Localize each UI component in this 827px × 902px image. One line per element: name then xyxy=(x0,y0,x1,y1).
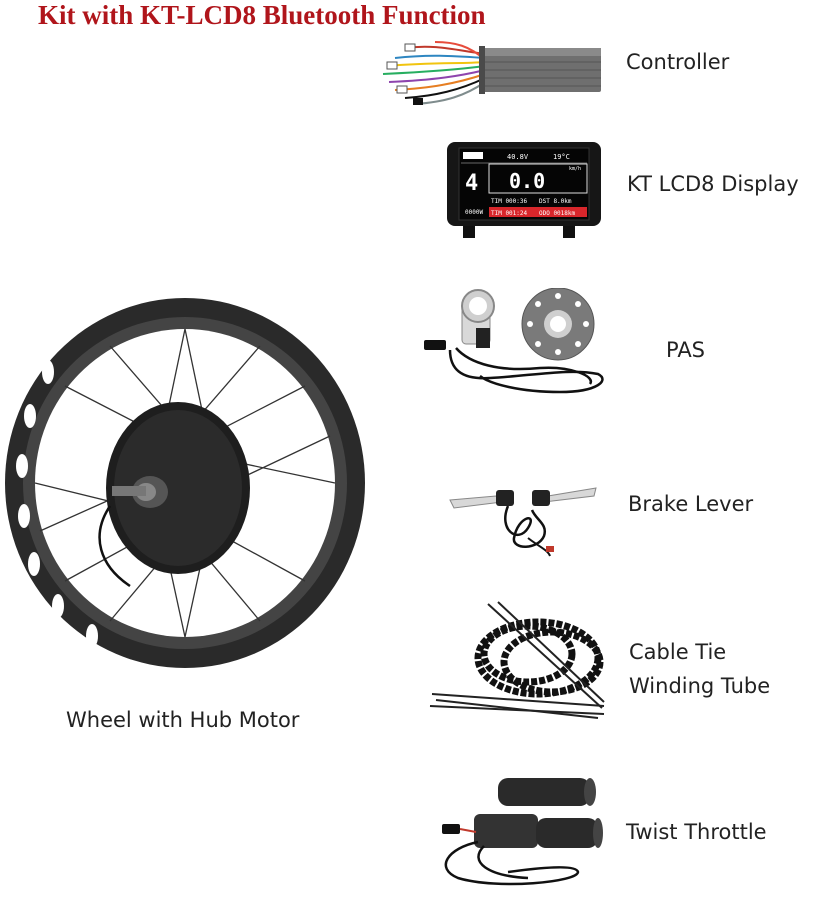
lcd-speed: 0.0 xyxy=(509,169,545,193)
controller-image xyxy=(382,41,601,105)
lcd-assist-level: 4 xyxy=(465,171,478,196)
lcd-total-time: TIM 001:24 xyxy=(491,210,528,217)
page-title: Kit with KT-LCD8 Bluetooth Function xyxy=(38,0,486,30)
twist-throttle-image xyxy=(442,778,603,886)
throttle-label: Twist Throttle xyxy=(626,820,767,844)
display-label: KT LCD8 Display xyxy=(627,172,799,196)
lcd-odometer: ODO 0018km xyxy=(539,210,576,217)
cable-tie-image xyxy=(429,601,605,719)
brake-lever-label: Brake Lever xyxy=(628,492,754,516)
lcd-speed-unit: km/h xyxy=(569,166,581,172)
lcd-distance: DST 8.0km xyxy=(539,198,572,205)
lcd-voltage: 40.8V xyxy=(507,153,529,161)
hub-motor-wheel-image xyxy=(5,298,365,668)
lcd-temperature: 19°C xyxy=(553,153,570,161)
controller-label: Controller xyxy=(626,50,730,74)
cable-tie-label-line1: Cable Tie xyxy=(629,640,727,664)
wheel-label: Wheel with Hub Motor xyxy=(66,708,300,732)
lcd-power: 0000W xyxy=(465,209,483,216)
lcd-trip-time: TIM 000:36 xyxy=(491,198,528,205)
lcd-display-image: 40.8V 19°C km/h 4 0.0 0000W TIM 000:36 D… xyxy=(447,142,601,238)
pas-label: PAS xyxy=(666,338,706,362)
pas-sensor-image xyxy=(424,288,604,394)
brake-lever-image xyxy=(449,487,597,557)
cable-tie-label-line2: Winding Tube xyxy=(629,674,771,698)
